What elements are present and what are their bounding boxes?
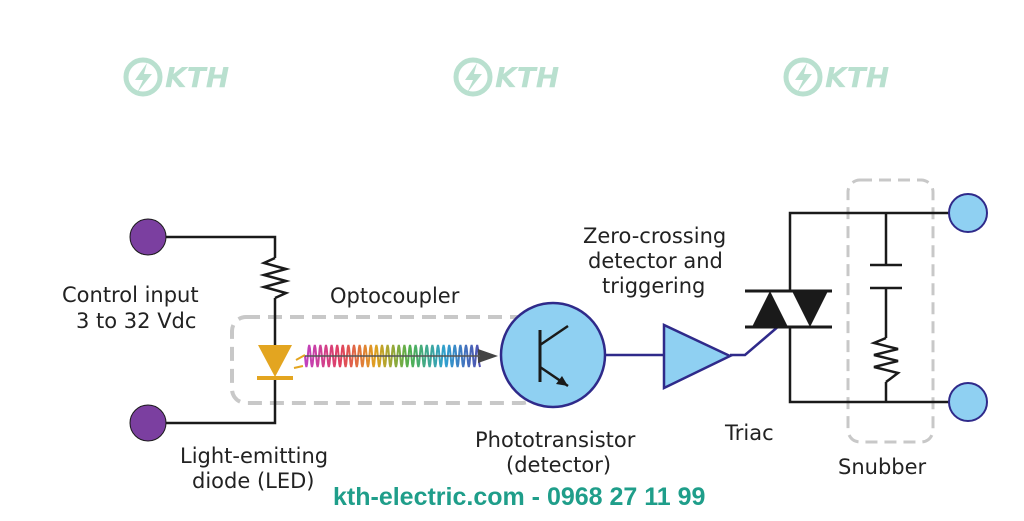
watermark-logo-2: KTH xyxy=(456,60,559,94)
zero-crossing-label-line2: detector and xyxy=(588,249,723,273)
optocoupler-label: Optocoupler xyxy=(330,284,460,308)
watermark-logo-1: KTH xyxy=(126,60,229,94)
watermark-text-3: KTH xyxy=(825,61,889,94)
led-symbol xyxy=(257,345,306,380)
signal-wiring xyxy=(605,324,781,357)
output-wiring xyxy=(788,211,950,404)
footer-contact-text: kth-electric.com - 0968 27 11 99 xyxy=(333,483,705,511)
control-input-label-line1: Control input xyxy=(62,283,199,307)
output-terminal-bottom xyxy=(948,382,988,422)
phototransistor-label-line1: Phototransistor xyxy=(475,428,636,452)
snubber-capacitor xyxy=(870,263,902,290)
light-wave xyxy=(304,344,481,368)
snubber-box xyxy=(846,178,935,444)
input-wiring xyxy=(150,235,277,425)
triac-symbol xyxy=(745,289,832,329)
output-terminal-top xyxy=(948,193,988,233)
snubber-label: Snubber xyxy=(838,455,927,479)
zero-crossing-detector-symbol xyxy=(662,323,733,390)
snubber-resistor xyxy=(870,336,901,383)
triac-label: Triac xyxy=(724,421,774,445)
zero-crossing-label-line1: Zero-crossing xyxy=(583,224,726,248)
input-resistor xyxy=(259,256,291,300)
input-terminal-positive xyxy=(129,218,167,256)
phototransistor-label-line2: (detector) xyxy=(506,453,611,477)
watermark-text-2: KTH xyxy=(495,61,559,94)
watermark-logo-3: KTH xyxy=(786,60,889,94)
phototransistor-symbol xyxy=(499,301,607,409)
optocoupler-box xyxy=(230,315,538,405)
input-terminal-negative xyxy=(129,404,167,442)
zero-crossing-label-line3: triggering xyxy=(602,274,705,298)
control-input-label-line2: 3 to 32 Vdc xyxy=(76,309,196,333)
light-wave-arrowhead xyxy=(478,349,498,363)
led-label-line2: diode (LED) xyxy=(192,469,314,493)
led-label-line1: Light-emitting xyxy=(180,444,328,468)
watermark-text-1: KTH xyxy=(165,61,229,94)
